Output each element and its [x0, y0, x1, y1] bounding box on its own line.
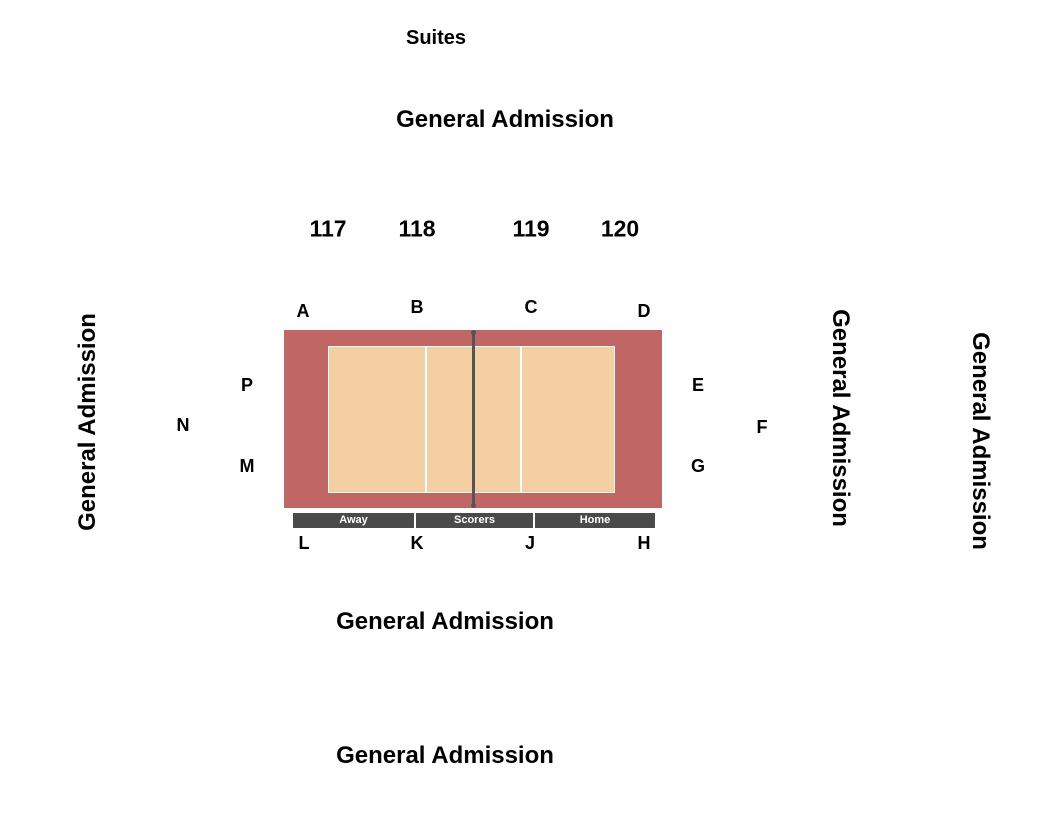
attack-line-right — [520, 346, 522, 493]
volleyball-net — [472, 331, 475, 508]
section-118[interactable]: 118 — [398, 215, 436, 242]
section-p[interactable]: P — [240, 375, 254, 395]
attack-line-left — [425, 346, 427, 493]
section-119[interactable]: 119 — [512, 215, 550, 242]
section-117[interactable]: 117 — [309, 215, 347, 242]
bench-away: Away — [293, 513, 414, 528]
section-general-admission-right-inner[interactable]: General Admission — [827, 309, 854, 527]
section-h[interactable]: H — [637, 533, 651, 553]
section-n[interactable]: N — [176, 415, 190, 435]
section-g[interactable]: G — [690, 456, 706, 476]
section-general-admission-right-outer[interactable]: General Admission — [967, 332, 994, 550]
section-120[interactable]: 120 — [600, 215, 640, 242]
section-suites[interactable]: Suites — [405, 27, 467, 49]
section-e[interactable]: E — [691, 375, 705, 395]
court-playing-surface — [328, 346, 615, 493]
section-general-admission-bottom-outer[interactable]: General Admission — [336, 742, 554, 769]
bench-home: Home — [535, 513, 655, 528]
section-f[interactable]: F — [756, 417, 768, 437]
section-m[interactable]: M — [239, 456, 255, 476]
section-j[interactable]: J — [524, 533, 536, 553]
section-l[interactable]: L — [298, 533, 310, 553]
section-a[interactable]: A — [296, 301, 310, 321]
section-b[interactable]: B — [410, 297, 424, 317]
net-post-top — [471, 330, 476, 335]
section-general-admission-left[interactable]: General Admission — [74, 313, 101, 531]
section-general-admission-top[interactable]: General Admission — [396, 106, 614, 133]
section-d[interactable]: D — [637, 301, 651, 321]
section-c[interactable]: C — [524, 297, 538, 317]
net-post-bottom — [471, 503, 476, 508]
bench-scorers: Scorers — [416, 513, 533, 528]
section-k[interactable]: K — [410, 533, 424, 553]
section-general-admission-bottom-inner[interactable]: General Admission — [336, 608, 554, 635]
